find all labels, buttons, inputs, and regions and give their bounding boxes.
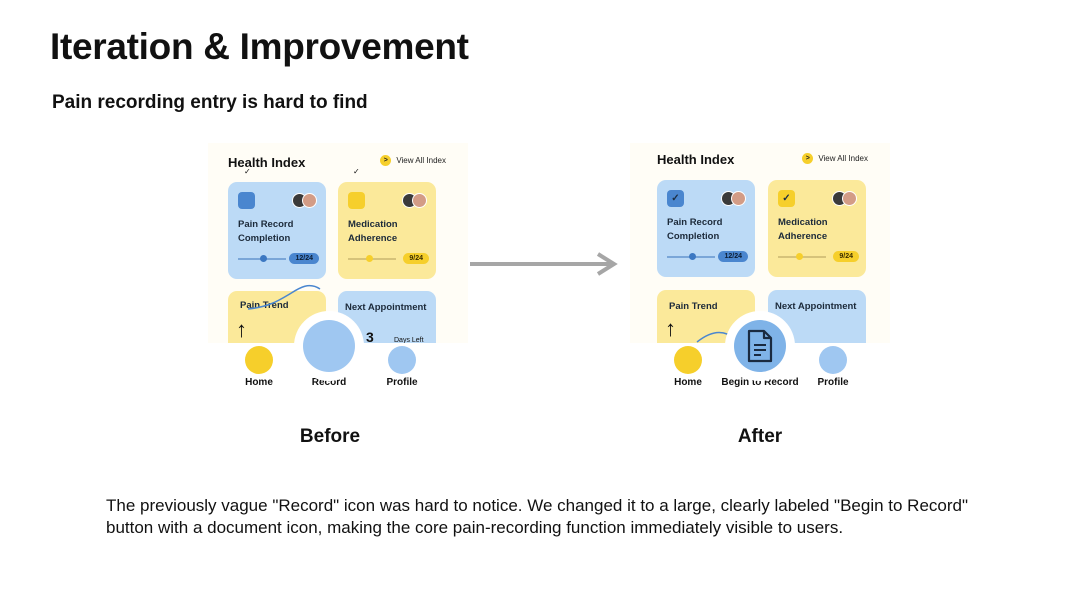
pain-record-card[interactable]: ✓ Pain Record Completion 12/24 [657, 180, 755, 277]
view-all-link[interactable]: > View All Index [802, 153, 868, 164]
avatar-group [402, 193, 428, 208]
count-badge: 12/24 [289, 253, 319, 264]
record-icon [303, 320, 355, 372]
record-button[interactable] [294, 311, 364, 381]
before-caption: Before [299, 426, 361, 447]
page-title: Iteration & Improvement [50, 26, 469, 67]
checkbox-icon [348, 192, 365, 209]
nav-home-label[interactable]: Home [245, 377, 273, 388]
card-label: Next Appointment [775, 301, 857, 312]
home-icon[interactable] [245, 346, 273, 374]
page-subtitle: Pain recording entry is hard to find [52, 92, 368, 113]
pain-record-card[interactable]: Pain Record Completion 12/24 [228, 182, 326, 279]
avatar [842, 191, 857, 206]
card-label: Medication Adherence [778, 217, 828, 242]
card-label: Pain Record Completion [238, 219, 294, 244]
check-icon: ✓ [244, 167, 251, 176]
checkbox-icon [238, 192, 255, 209]
appointment-number: 3 [366, 329, 374, 345]
health-index-title: Health Index [657, 152, 735, 167]
arrow-up-icon: ↑ [665, 316, 676, 341]
chevron-right-icon: > [802, 153, 814, 164]
progress-slider [667, 253, 715, 260]
card-label: Pain Record Completion [667, 217, 723, 242]
view-all-label: View All Index [396, 156, 446, 165]
nav-profile-label[interactable]: Profile [817, 377, 849, 388]
profile-icon[interactable] [819, 346, 847, 374]
medication-card[interactable]: Medication Adherence 9/24 [338, 182, 436, 279]
progress-slider [778, 253, 826, 260]
profile-icon[interactable] [388, 346, 416, 374]
avatar-group [832, 191, 858, 206]
count-badge: 12/24 [718, 251, 748, 262]
progress-slider [348, 255, 396, 262]
avatar [731, 191, 746, 206]
slider-knob [260, 255, 267, 262]
nav-begin-to-record-label[interactable]: Begin to Record [721, 377, 799, 388]
nav-home-label[interactable]: Home [674, 377, 702, 388]
check-icon: ✓ [667, 190, 684, 207]
description-text: The previously vague "Record" icon was h… [106, 496, 969, 537]
check-icon: ✓ [778, 190, 795, 207]
card-label: Medication Adherence [348, 219, 398, 244]
before-mockup: Health Index ✓ ✓ > View All Index Pain R… [208, 143, 468, 393]
home-icon[interactable] [674, 346, 702, 374]
view-all-label: View All Index [818, 154, 868, 163]
slider-knob [796, 253, 803, 260]
slider-knob [366, 255, 373, 262]
trend-line [247, 284, 321, 310]
after-mockup: Health Index > View All Index ✓ Pain Rec… [630, 143, 890, 393]
card-label: Next Appointment [345, 302, 427, 313]
arrow-right-icon [470, 252, 618, 276]
after-caption: After [737, 426, 783, 447]
count-badge: 9/24 [403, 253, 429, 264]
nav-profile-label[interactable]: Profile [386, 377, 418, 388]
card-label: Pain Trend [669, 301, 718, 312]
document-icon [747, 329, 773, 363]
check-icon: ✓ [353, 167, 360, 176]
avatar-group [292, 193, 318, 208]
count-badge: 9/24 [833, 251, 859, 262]
view-all-link[interactable]: > View All Index [380, 155, 446, 166]
days-left-label: Days Left [394, 337, 424, 344]
chevron-right-icon: > [380, 155, 392, 166]
avatar-group [721, 191, 747, 206]
avatar [412, 193, 427, 208]
health-index-title: Health Index [228, 155, 306, 170]
slider-knob [689, 253, 696, 260]
arrow-up-icon: ↑ [236, 317, 247, 342]
progress-slider [238, 255, 286, 262]
begin-to-record-button[interactable] [725, 311, 795, 381]
medication-card[interactable]: ✓ Medication Adherence 9/24 [768, 180, 866, 277]
avatar [302, 193, 317, 208]
nav-record-label[interactable]: Record [311, 377, 347, 388]
